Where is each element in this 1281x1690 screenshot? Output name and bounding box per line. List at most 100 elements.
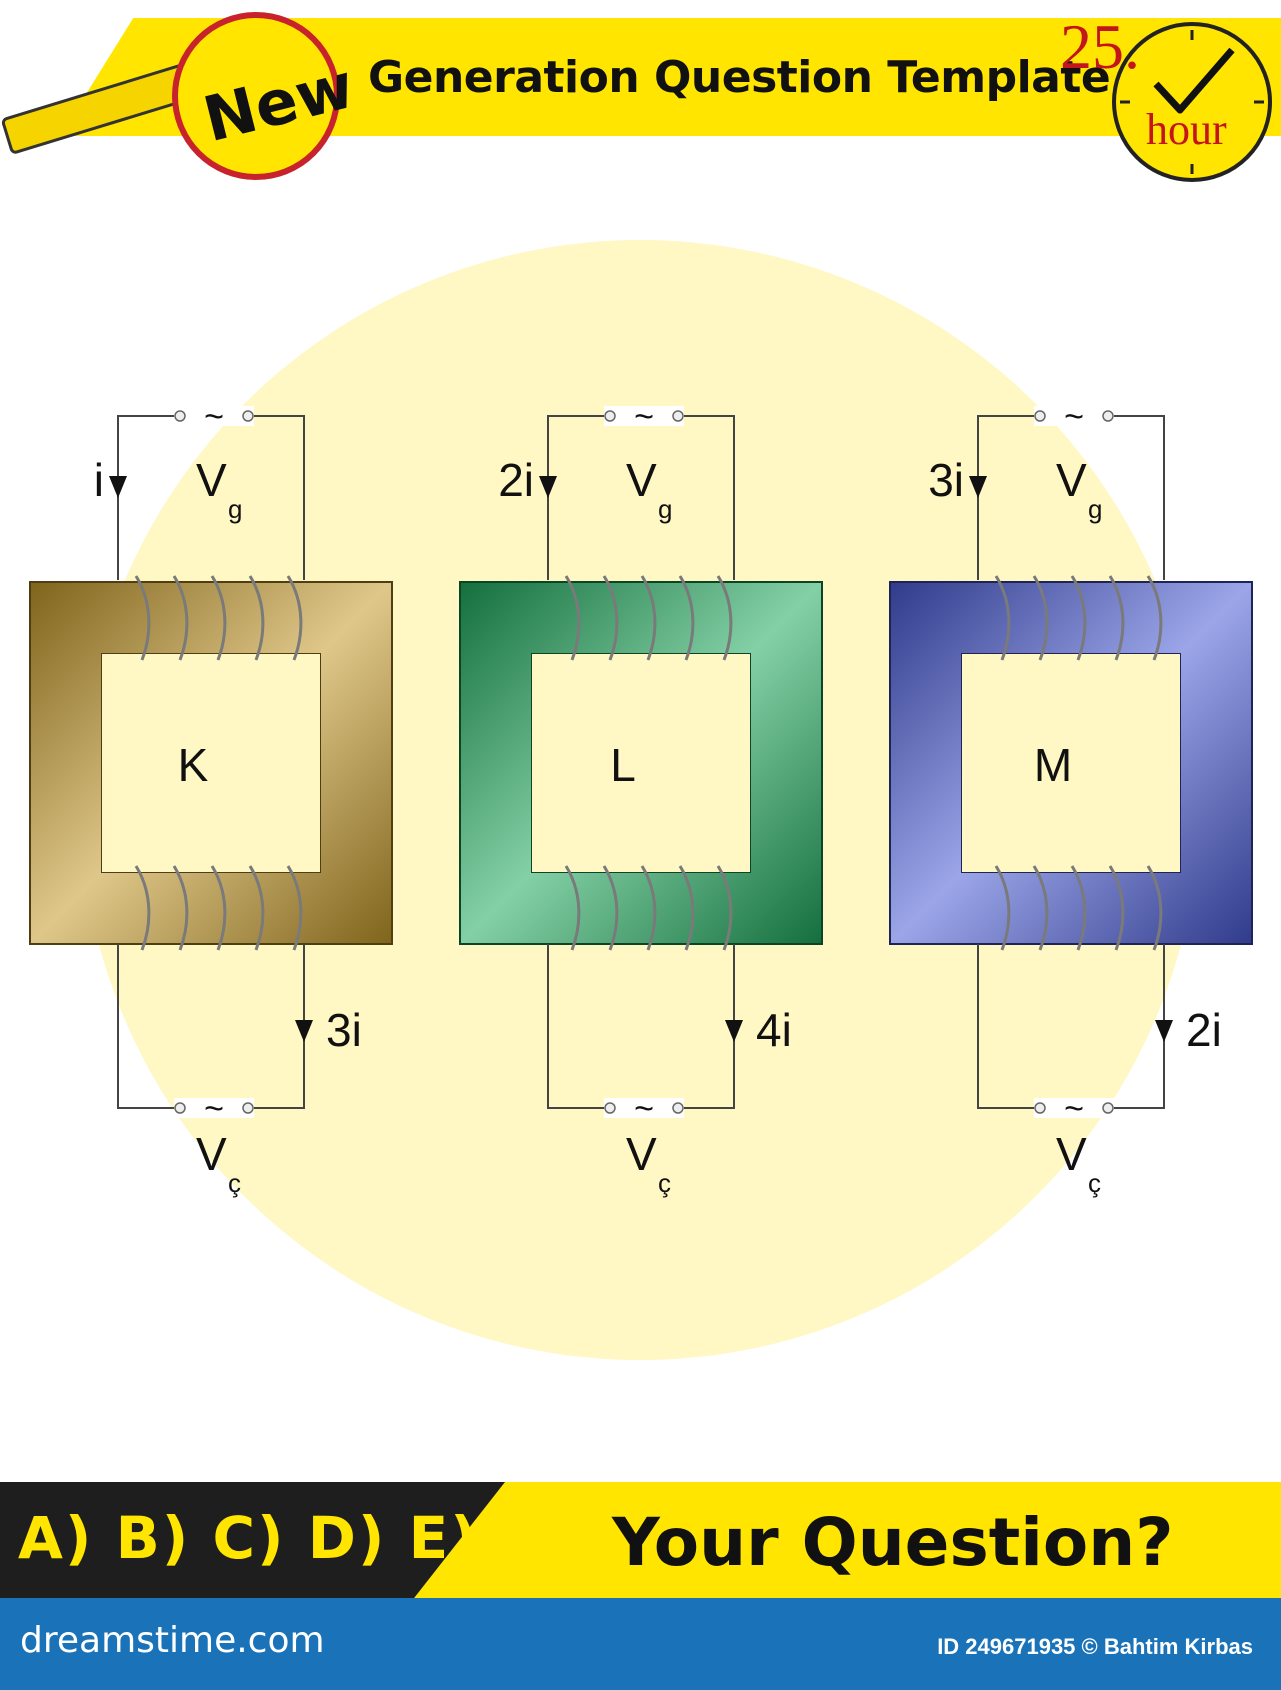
primary-voltage-label: V [626, 454, 657, 506]
primary-source-symbol: ~ [204, 398, 224, 436]
secondary-current-arrow [295, 1020, 313, 1042]
terminal [174, 1102, 186, 1114]
ac-source-gap [174, 1098, 254, 1118]
secondary-coil-turn [1032, 865, 1049, 951]
footer: dreamstime.com ID 249671935 © Bahtim Kir… [0, 1598, 1281, 1690]
secondary-source-symbol: ~ [204, 1090, 224, 1128]
question-bar: A) B) C) D) E) Your Question? [0, 1482, 1281, 1598]
secondary-source-symbol: ~ [634, 1090, 654, 1128]
primary-coil-turn [678, 575, 695, 661]
secondary-current-label: 3i [326, 1004, 362, 1056]
secondary-voltage-label: V [626, 1128, 657, 1180]
ac-source-gap [604, 406, 684, 426]
primary-source-symbol: ~ [634, 398, 654, 436]
primary-coil-turn [248, 575, 265, 661]
secondary-coil-turn [1108, 865, 1125, 951]
primary-coil-turn [1070, 575, 1087, 661]
primary-current-arrow [969, 476, 987, 498]
secondary-voltage-label: V [1056, 1128, 1087, 1180]
secondary-current-arrow [1155, 1020, 1173, 1042]
secondary-voltage-subscript: ç [228, 1168, 241, 1198]
image-credit: ID 249671935 © Bahtim Kirbas [937, 1634, 1253, 1659]
terminal [174, 410, 186, 422]
primary-coil-turn [564, 575, 581, 661]
primary-coil-turn [134, 575, 151, 661]
terminal [242, 1102, 254, 1114]
brand-logo: dreamstime.com [20, 1620, 325, 1661]
secondary-coil-turn [994, 865, 1011, 951]
primary-current-arrow [539, 476, 557, 498]
primary-voltage-label: V [196, 454, 227, 506]
answers-block [0, 1482, 505, 1598]
primary-current-label: 3i [928, 454, 964, 506]
terminal [672, 1102, 684, 1114]
terminal [604, 410, 616, 422]
secondary-coil-turn [134, 865, 151, 951]
primary-coil-turn [172, 575, 189, 661]
primary-coil-turn [286, 575, 303, 661]
core-label: K [178, 739, 209, 791]
secondary-coil-turn [640, 865, 657, 951]
primary-coil-turn [1032, 575, 1049, 661]
primary-current-arrow [109, 476, 127, 498]
core-window [532, 654, 750, 872]
primary-source-symbol: ~ [1064, 398, 1084, 436]
core-label: M [1034, 739, 1072, 791]
magnifier-icon [172, 12, 340, 180]
primary-coil-turn [640, 575, 657, 661]
secondary-source-symbol: ~ [1064, 1090, 1084, 1128]
secondary-coil-turn [248, 865, 265, 951]
core-window [102, 654, 320, 872]
core-window [962, 654, 1180, 872]
primary-current-label: 2i [498, 454, 534, 506]
clock-icon [1112, 22, 1272, 182]
ac-source-gap [604, 1098, 684, 1118]
clock-unit: hour [1146, 105, 1227, 154]
primary-voltage-subscript: g [1088, 494, 1102, 524]
header: New Generation Question Template 25. hou… [0, 0, 1281, 190]
primary-coil-turn [994, 575, 1011, 661]
primary-coil-turn [602, 575, 619, 661]
terminal [672, 410, 684, 422]
page-title: Generation Question Template [368, 52, 1111, 103]
secondary-coil-turn [1070, 865, 1087, 951]
ac-source-gap [1034, 406, 1114, 426]
ac-source-gap [174, 406, 254, 426]
primary-coil-turn [716, 575, 733, 661]
secondary-coil-turn [1146, 865, 1163, 951]
clock-number: 25. [1060, 11, 1140, 82]
secondary-coil-turn [602, 865, 619, 951]
answer-options: A) B) C) D) E) [18, 1504, 479, 1572]
secondary-coil-turn [716, 865, 733, 951]
primary-current-label: i [94, 454, 104, 506]
primary-coil-turn [210, 575, 227, 661]
secondary-coil-turn [564, 865, 581, 951]
primary-voltage-label: V [1056, 454, 1087, 506]
terminal [1034, 410, 1046, 422]
terminal [1102, 410, 1114, 422]
primary-coil-turn [1108, 575, 1125, 661]
ac-source-gap [1034, 1098, 1114, 1118]
primary-voltage-subscript: g [658, 494, 672, 524]
secondary-voltage-label: V [196, 1128, 227, 1180]
secondary-current-label: 2i [1186, 1004, 1222, 1056]
primary-coil-turn [1146, 575, 1163, 661]
terminal [1102, 1102, 1114, 1114]
secondary-voltage-subscript: ç [1088, 1168, 1101, 1198]
secondary-coil-turn [678, 865, 695, 951]
secondary-coil-turn [286, 865, 303, 951]
core-label: L [610, 739, 636, 791]
terminal [604, 1102, 616, 1114]
secondary-current-arrow [725, 1020, 743, 1042]
secondary-coil-turn [172, 865, 189, 951]
secondary-current-label: 4i [756, 1004, 792, 1056]
secondary-voltage-subscript: ç [658, 1168, 671, 1198]
primary-voltage-subscript: g [228, 494, 242, 524]
terminal [1034, 1102, 1046, 1114]
secondary-coil-turn [210, 865, 227, 951]
question-text: Your Question? [612, 1504, 1174, 1581]
